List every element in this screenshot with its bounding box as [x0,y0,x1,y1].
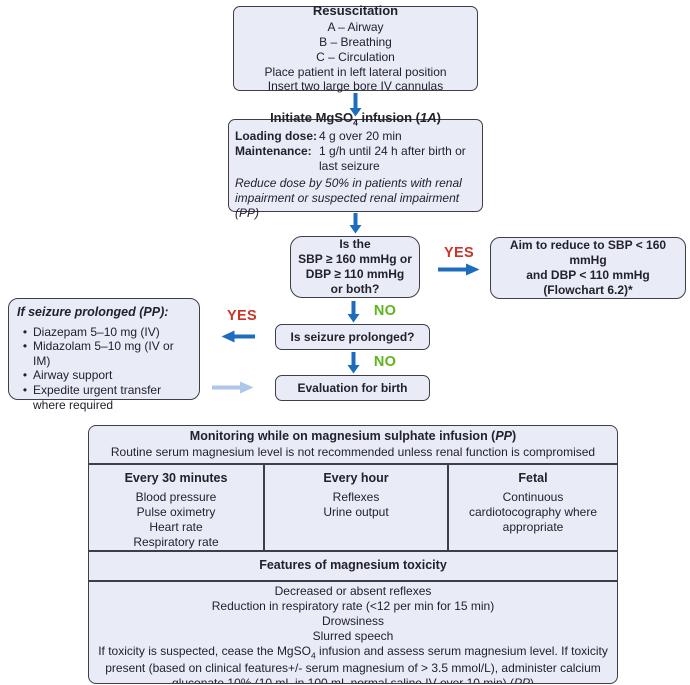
arrow-right-light-icon [212,381,254,394]
bullet-icon: • [22,368,28,383]
arrow-down-icon [347,301,360,323]
resuscitation-line: A – Airway [327,19,384,34]
arrow-right-icon [438,263,480,276]
bullet-icon: • [22,383,28,397]
column-every-30-minutes: Every 30 minutes Blood pressure Pulse ox… [124,471,228,549]
bp-decision-line: or both? [330,281,380,296]
initiate-mgso4-box: Initiate MgSO4 infusion (1A) Loading dos… [228,110,483,220]
resuscitation-line: C – Circulation [316,49,395,64]
monitoring-subtitle: Routine serum magnesium level is not rec… [110,444,596,459]
resuscitation-box: Resuscitation A – Airway B – Breathing C… [233,2,478,94]
bullet-icon: • [22,339,28,354]
resuscitation-line: Insert two large bore IV cannulas [267,79,444,94]
no-seizure-label: NO [373,354,397,370]
resuscitation-line: B – Breathing [319,34,392,49]
seizure-treatment-box: If seizure prolonged (PP): • Diazepam 5–… [8,298,200,412]
arrow-down-icon [349,93,362,117]
bp-target-line: and DBP < 110 mmHg [526,267,650,282]
bp-target-box: Aim to reduce to SBP < 160 mmHg and DBP … [490,237,686,299]
maintenance-dose-value: 1 g/h until 24 h after birth or last sei… [319,144,466,174]
toxicity-header: Features of magnesium toxicity [89,549,617,580]
yes-seizure-label: YES [227,308,257,324]
bp-decision-line: Is the [339,237,371,252]
no-bp-label: NO [373,303,397,319]
bp-target-line: Aim to reduce to SBP < 160 mmHg [509,238,667,267]
treatment-bullet: • Midazolam 5–10 mg (IV or IM) [17,339,191,368]
renal-impairment-note: Reduce dose by 50% in patients with rena… [235,176,462,220]
evaluation-birth-box: Evaluation for birth [275,375,430,401]
monitoring-title: Monitoring while on magnesium sulphate i… [189,429,517,444]
seizure-decision-box: Is seizure prolonged? [275,324,430,350]
monitoring-table: Monitoring while on magnesium sulphate i… [88,425,618,684]
seizure-decision-label: Is seizure prolonged? [290,329,415,344]
treatment-bullet: • Expedite urgent transfer where require… [17,383,191,412]
monitoring-header: Monitoring while on magnesium sulphate i… [89,426,617,463]
treatment-bullet: • Airway support [17,368,191,383]
maintenance-dose-row: Maintenance: 1 g/h until 24 h after birt… [235,144,476,174]
column-fetal: Fetal Continuous cardiotocography where … [447,465,617,550]
resuscitation-line: Place patient in left lateral position [264,64,447,79]
maintenance-dose-label: Maintenance: [235,144,312,159]
toxicity-content: Decreased or absent reflexes Reduction i… [89,579,617,684]
loading-dose-value: 4 g over 20 min [319,129,402,144]
bp-decision-line: SBP ≥ 160 mmHg or [298,252,412,267]
arrow-down-icon [349,213,362,234]
bp-target-flowchart-ref: (Flowchart 6.2)* [543,283,633,298]
loading-dose-row: Loading dose: 4 g over 20 min [235,129,476,144]
bp-decision-line: DBP ≥ 110 mmHg [305,267,405,281]
monitoring-columns: Every 30 minutes Blood pressure Pulse ox… [89,463,617,550]
yes-bp-label: YES [444,245,474,261]
toxicity-line: Reduction in respiratory rate (<12 per m… [211,598,495,613]
arrow-left-icon [221,330,255,343]
seizure-treatment-title: If seizure prolonged (PP): [17,305,169,319]
toxicity-line: Slurred speech [312,628,394,643]
toxicity-line: Decreased or absent reflexes [274,583,432,598]
evaluation-birth-label: Evaluation for birth [297,380,408,395]
toxicity-line: Drowsiness [321,613,384,628]
initiate-title: Initiate MgSO4 infusion (1A) [270,110,441,128]
loading-dose-label: Loading dose: [235,129,317,144]
treatment-bullet: • Diazepam 5–10 mg (IV) [17,325,191,340]
bp-decision-box: Is the SBP ≥ 160 mmHg or DBP ≥ 110 mmHg … [290,236,420,298]
column-every-hour: Every hour Reflexes Urine output [263,465,447,550]
resuscitation-title: Resuscitation [312,2,399,18]
toxicity-note: If toxicity is suspected, cease the MgSO… [98,643,608,684]
arrow-down-icon [347,352,360,374]
bullet-icon: • [22,324,28,339]
